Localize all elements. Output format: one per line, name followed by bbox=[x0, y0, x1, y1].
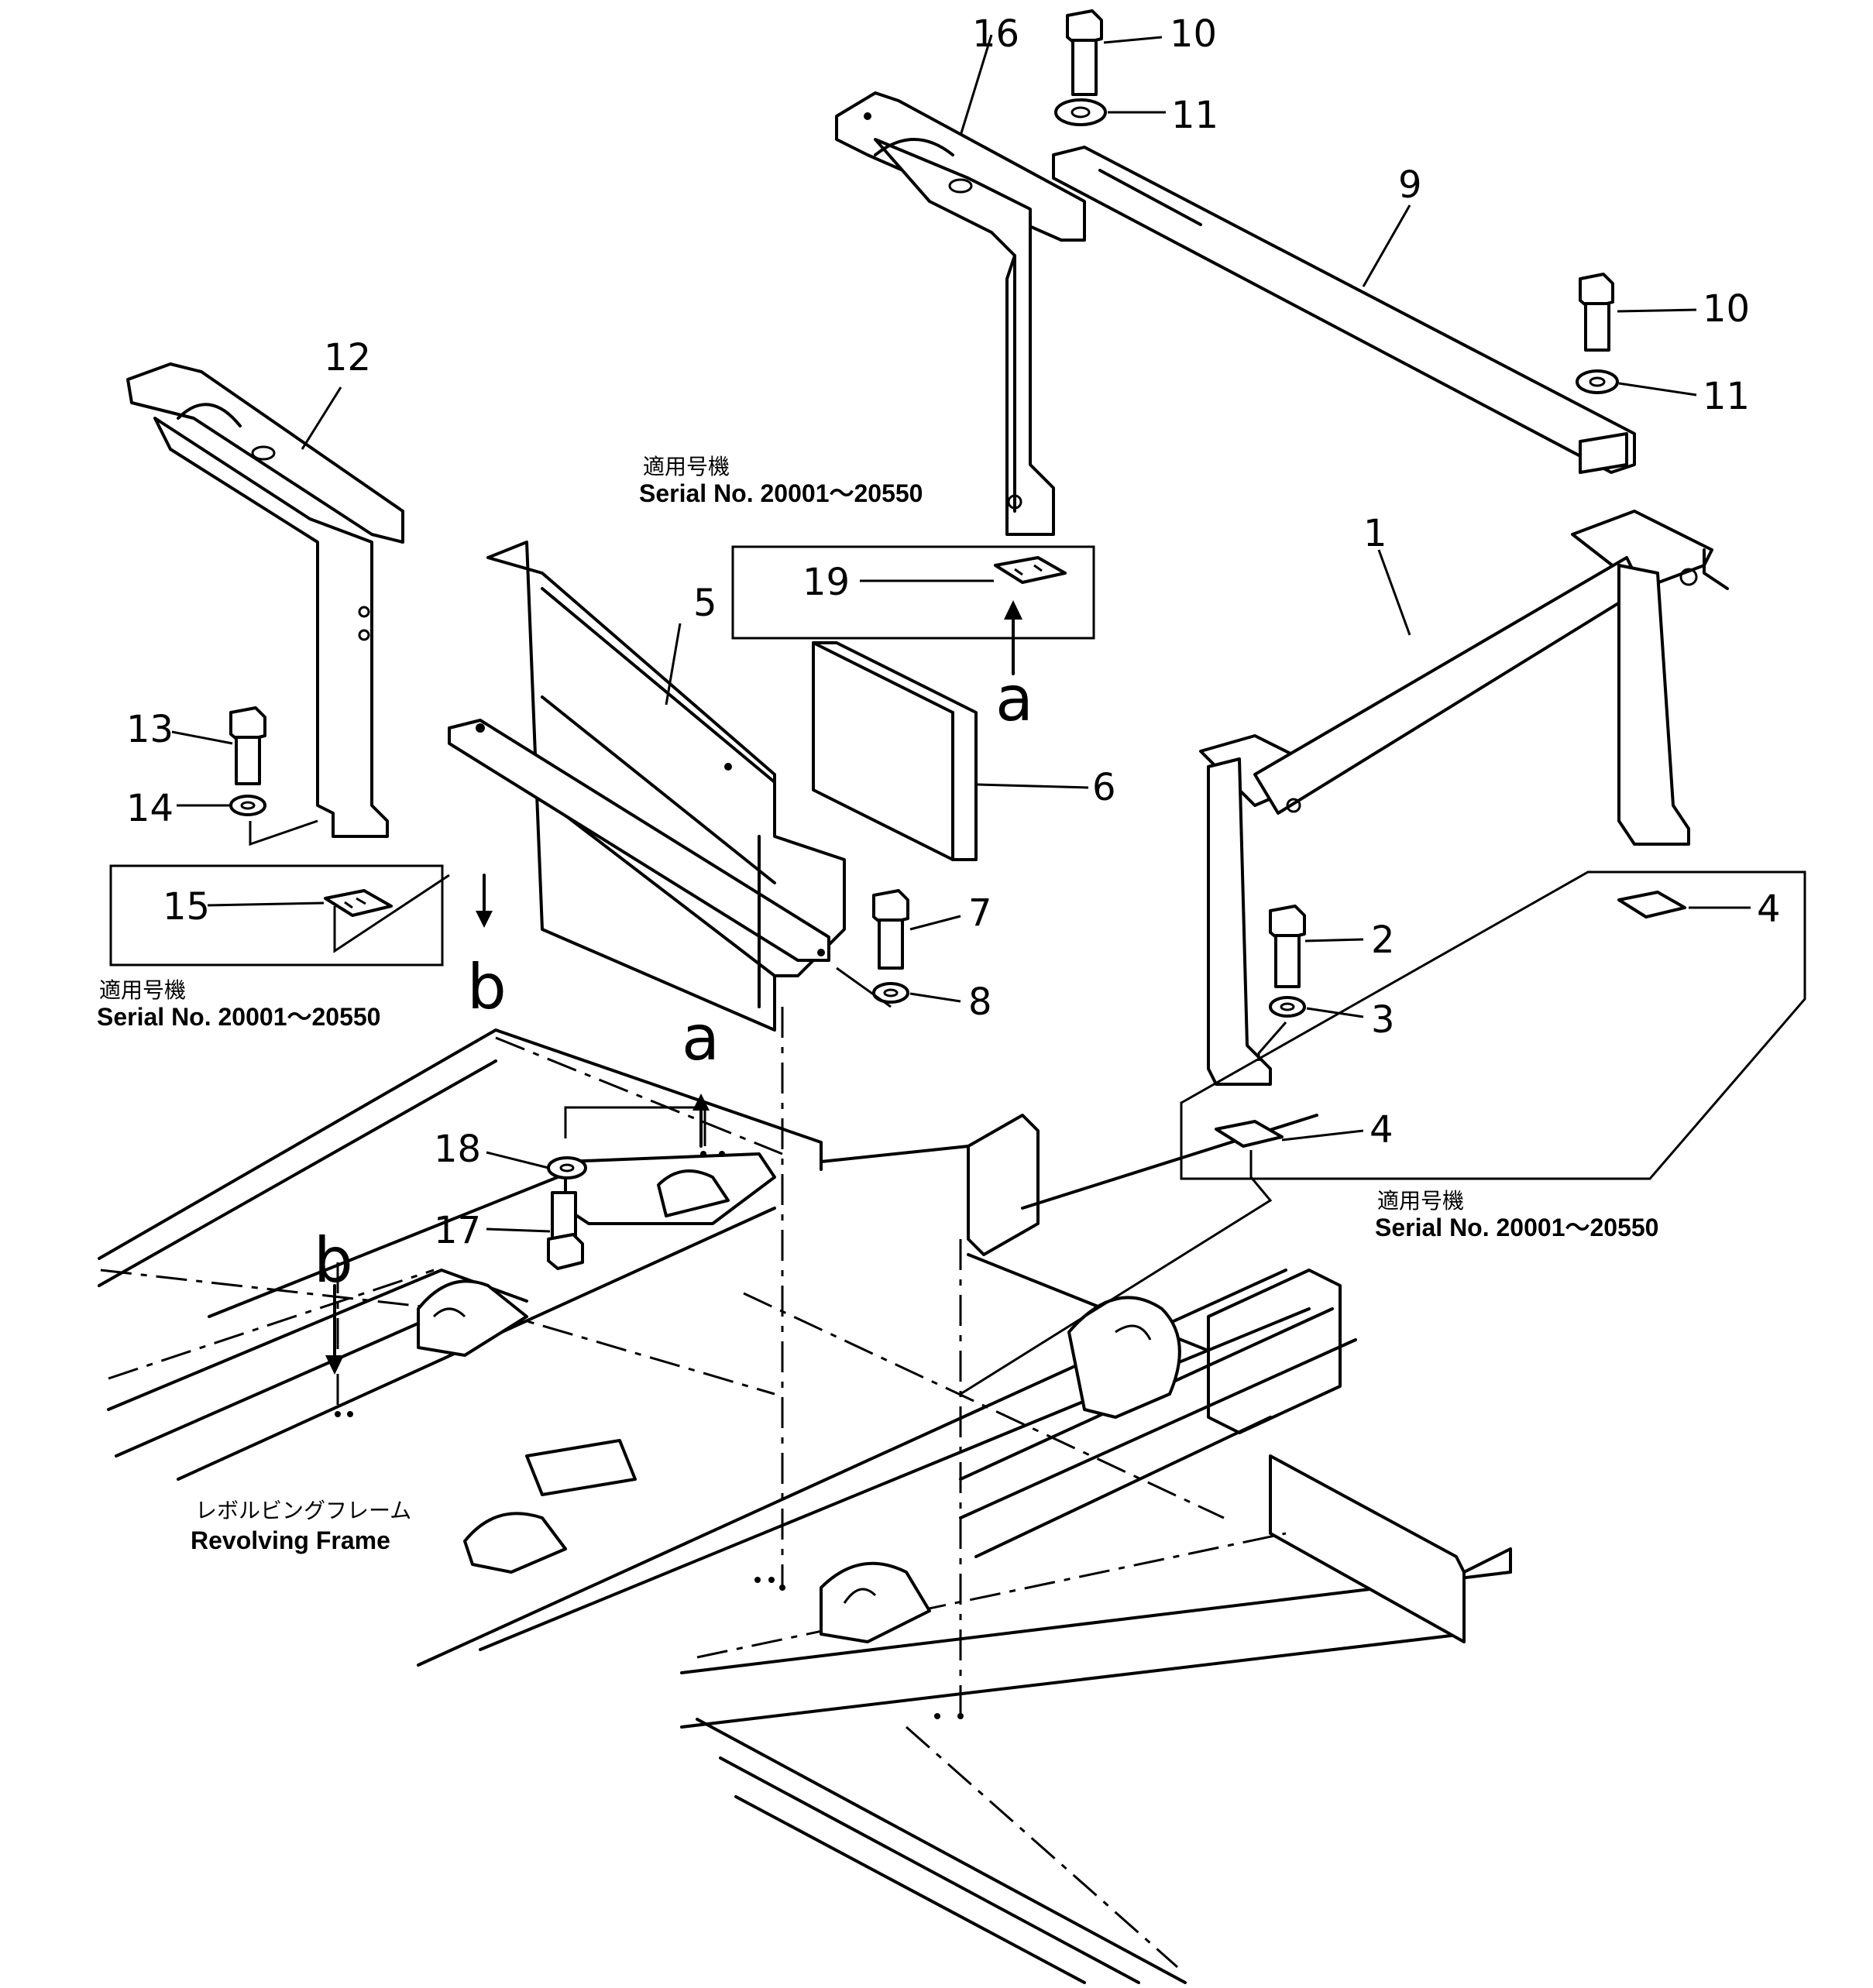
arrow-label-b-bottom: b bbox=[314, 1224, 353, 1296]
serial-box-15 bbox=[109, 864, 444, 967]
callout-4-bottom: 4 bbox=[1370, 1108, 1394, 1152]
callout-8: 8 bbox=[968, 980, 992, 1024]
arrow-label-a-bottom: a bbox=[682, 1002, 720, 1074]
bracket-part-16 bbox=[835, 91, 1086, 536]
arrow-b-bottom bbox=[325, 1284, 344, 1375]
frame-label: レボルビングフレーム Revolving Frame bbox=[191, 1498, 411, 1554]
arrow-b-top bbox=[476, 874, 493, 928]
callout-17: 17 bbox=[434, 1209, 481, 1252]
callout-5: 5 bbox=[693, 582, 717, 625]
callout-1: 1 bbox=[1363, 512, 1387, 555]
stand-part-1 bbox=[1199, 510, 1729, 1086]
bolt-10-top bbox=[1066, 9, 1103, 96]
frame-part-5 bbox=[448, 541, 846, 1032]
washer-18 bbox=[547, 1156, 587, 1179]
applicable-label-right: 適用号機 bbox=[1377, 1188, 1464, 1214]
callout-10-right: 10 bbox=[1703, 287, 1750, 331]
washer-11-top bbox=[1054, 98, 1107, 126]
bolt-10-right bbox=[1579, 273, 1614, 352]
shim-4-bottom bbox=[1215, 1120, 1284, 1148]
callout-2: 2 bbox=[1371, 918, 1395, 962]
frame-label-jp: レボルビングフレーム bbox=[195, 1498, 411, 1523]
washer-3 bbox=[1269, 996, 1306, 1018]
alignment-lines bbox=[249, 819, 1287, 1716]
callout-18: 18 bbox=[434, 1128, 481, 1171]
bar-part-9 bbox=[1052, 146, 1636, 474]
applicable-label-top: 適用号機 bbox=[643, 454, 730, 479]
shim-19 bbox=[994, 556, 1067, 584]
serial-label-left: Serial No. 20001～20550 bbox=[97, 1003, 380, 1031]
serial-box-4 bbox=[1180, 870, 1806, 1180]
callout-labels: 10 11 16 9 10 11 1 12 5 19 6 13 14 15 7 … bbox=[126, 12, 1781, 1296]
bolt-7 bbox=[872, 889, 909, 970]
bolt-17 bbox=[547, 1191, 584, 1270]
leader-lines bbox=[171, 34, 1751, 1233]
shim-4-top bbox=[1617, 891, 1686, 918]
bolt-13 bbox=[229, 706, 266, 785]
washer-11-right bbox=[1576, 369, 1619, 394]
arrow-label-b-top: b bbox=[467, 951, 507, 1023]
callout-16: 16 bbox=[972, 12, 1019, 56]
serial-box-19 bbox=[731, 545, 1095, 640]
applicable-label-left: 適用号機 bbox=[99, 977, 186, 1003]
callout-3: 3 bbox=[1371, 998, 1395, 1042]
washer-8 bbox=[872, 982, 909, 1004]
callout-13: 13 bbox=[126, 708, 174, 751]
washer-14 bbox=[229, 795, 266, 816]
pad-part-6 bbox=[812, 641, 978, 861]
callout-19: 19 bbox=[802, 561, 850, 604]
callout-6: 6 bbox=[1092, 766, 1116, 809]
callout-12: 12 bbox=[324, 336, 371, 379]
callout-10-top: 10 bbox=[1170, 12, 1217, 56]
callout-15: 15 bbox=[163, 885, 210, 929]
callout-11-top: 11 bbox=[1171, 94, 1218, 137]
serial-label-top: Serial No. 20001～20550 bbox=[639, 479, 923, 507]
arrow-a-bottom bbox=[692, 1094, 710, 1148]
callout-7: 7 bbox=[968, 891, 992, 935]
callout-4-top: 4 bbox=[1757, 888, 1781, 931]
bolt-2 bbox=[1269, 905, 1306, 988]
frame-label-en: Revolving Frame bbox=[191, 1526, 390, 1554]
callout-9: 9 bbox=[1398, 163, 1422, 207]
serial-label-right: Serial No. 20001～20550 bbox=[1375, 1214, 1658, 1241]
serial-notes: 適用号機 Serial No. 20001～20550 適用号機 Serial … bbox=[97, 454, 1658, 1241]
arrow-label-a-top: a bbox=[995, 663, 1033, 735]
arrow-a-top bbox=[1004, 600, 1022, 675]
callout-14: 14 bbox=[126, 787, 174, 830]
shim-15 bbox=[324, 889, 393, 917]
bracket-part-12 bbox=[126, 362, 404, 838]
callout-11-right: 11 bbox=[1703, 375, 1750, 418]
